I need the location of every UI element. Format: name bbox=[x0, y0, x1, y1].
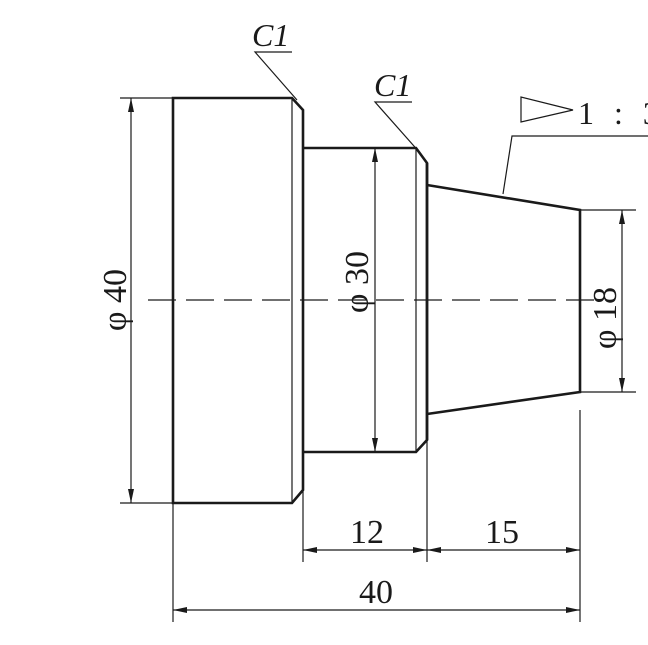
length-label-overall: 40 bbox=[359, 574, 393, 611]
diameter-label-large: φ 40 bbox=[97, 269, 134, 331]
diameter-label-small: φ 18 bbox=[587, 287, 624, 349]
dimension-diameter-large: φ 40 bbox=[97, 97, 173, 504]
taper-ratio-label: 1 : 3 bbox=[578, 95, 648, 131]
chamfer-leader-left: C1 bbox=[252, 17, 298, 101]
length-label-taper: 15 bbox=[485, 514, 519, 551]
dimension-diameter-small: φ 18 bbox=[580, 209, 636, 393]
chamfer-label-middle: C1 bbox=[374, 67, 411, 103]
taper-callout: 1 : 3 bbox=[502, 95, 648, 195]
dimension-diameter-middle: φ 30 bbox=[339, 148, 378, 452]
chamfer-label-left: C1 bbox=[252, 17, 289, 53]
dimension-length-overall: 40 bbox=[173, 574, 580, 613]
length-label-middle: 12 bbox=[350, 514, 384, 551]
chamfer-leader-middle: C1 bbox=[373, 67, 422, 155]
taper-section bbox=[426, 183, 582, 416]
dimension-length-middle: 12 bbox=[303, 514, 427, 553]
taper-symbol-icon bbox=[520, 96, 574, 123]
dimension-length-taper: 15 bbox=[427, 514, 580, 553]
diameter-label-middle: φ 30 bbox=[339, 251, 376, 313]
